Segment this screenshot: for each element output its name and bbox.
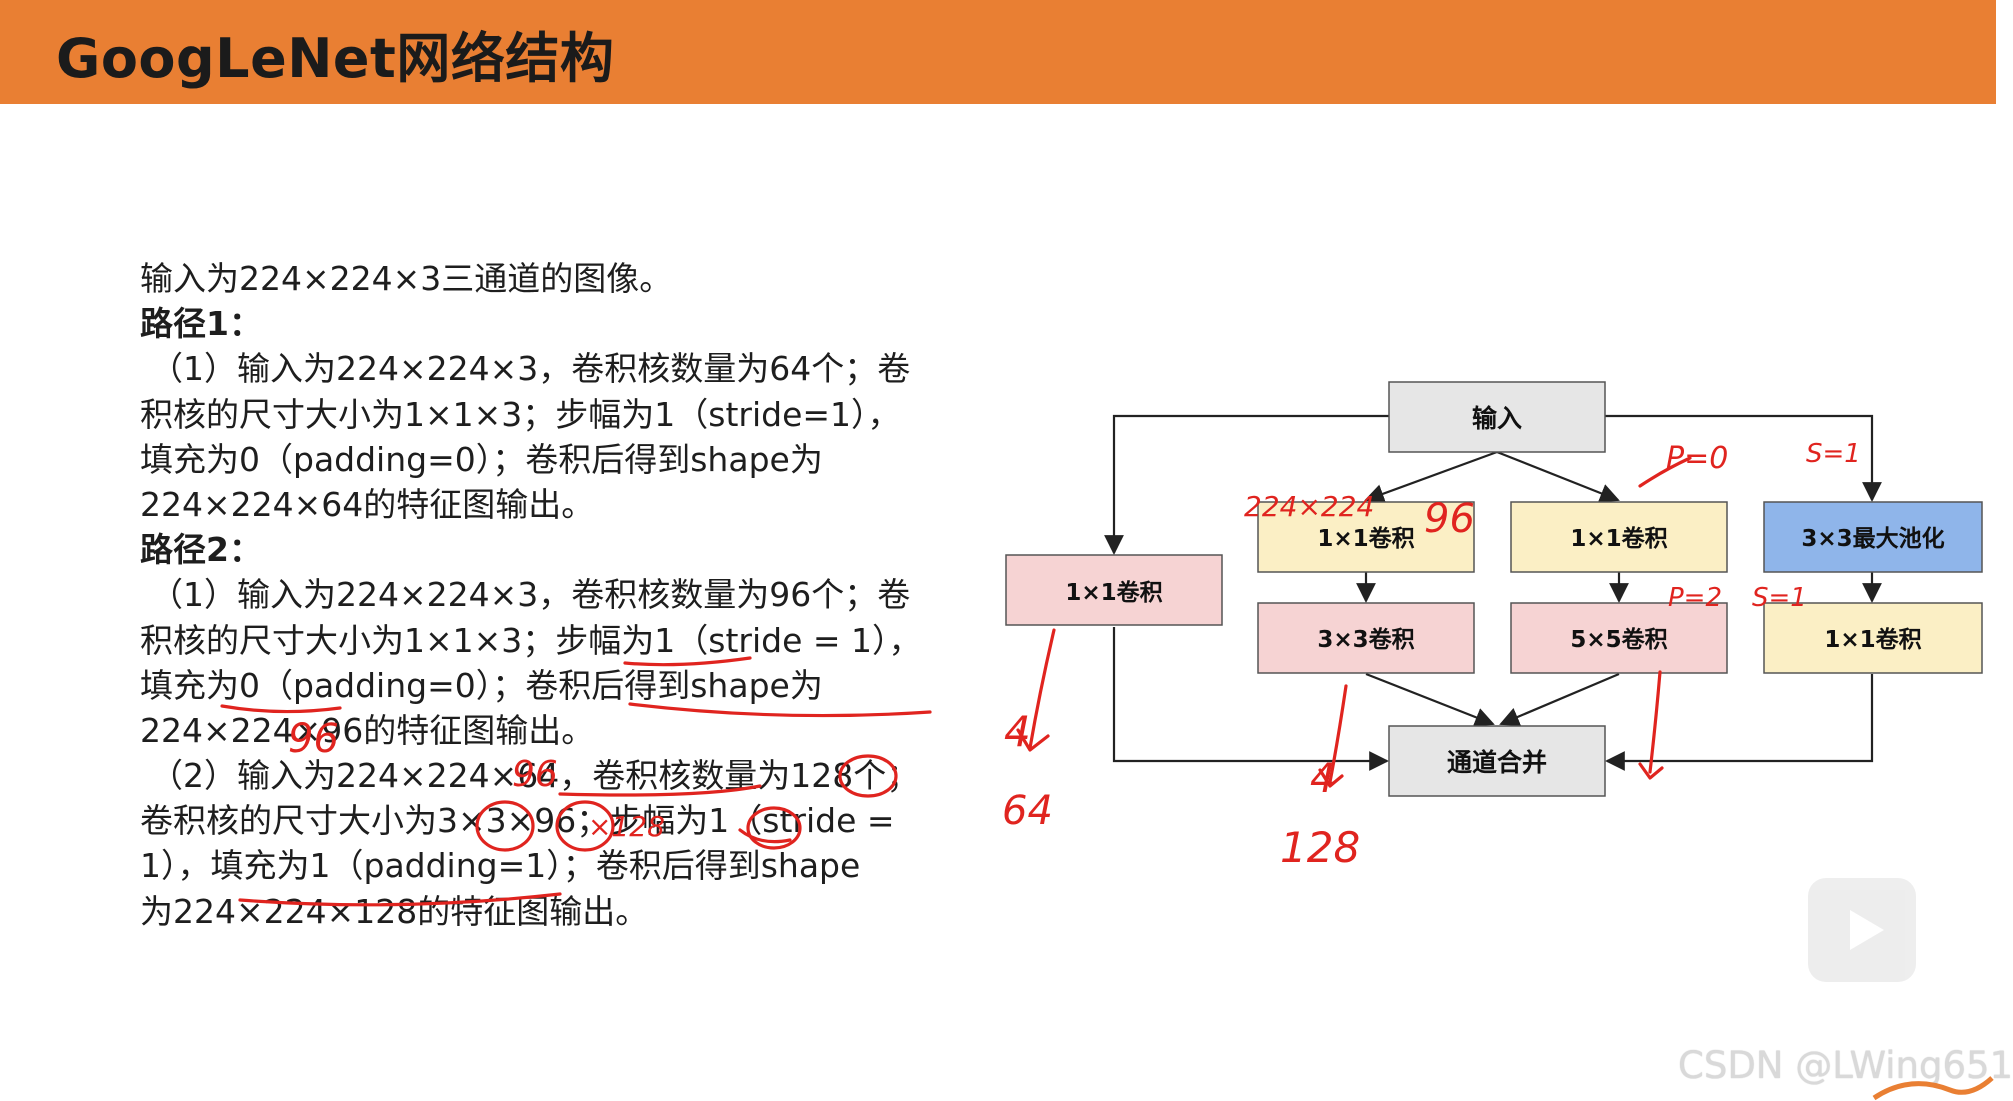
merge-label: 通道合并 xyxy=(1447,748,1547,777)
path4-pool-node: 3×3最大池化 xyxy=(1763,501,1983,573)
handwritten-annotations xyxy=(220,456,1692,907)
path2-heading: 路径2： xyxy=(140,530,262,570)
text-line-12: （2）输入为224×224×64，卷积核数量为128个； xyxy=(150,756,920,796)
text-line-6: 224×224×64的特征图输出。 xyxy=(140,484,595,524)
explanation-text: 输入为224×224×3三通道的图像。 路径1： （1）输入为224×224×3… xyxy=(140,256,980,934)
text-line-10: 填充为0（padding=0）；卷积后得到shape为 xyxy=(140,665,823,705)
annotation-s1-mid: S=1 xyxy=(1752,583,1807,613)
path1-conv-label: 1×1卷积 xyxy=(1065,579,1162,606)
path1-conv-node: 1×1卷积 xyxy=(1005,554,1223,626)
text-line-1: 输入为224×224×3三通道的图像。 xyxy=(140,259,673,298)
annotation-p2: P=2 xyxy=(1668,583,1722,613)
path3-conv1-label: 1×1卷积 xyxy=(1570,525,1667,552)
input-node: 输入 xyxy=(1388,381,1606,453)
play-icon xyxy=(1850,910,1884,950)
path4-pool-label: 3×3最大池化 xyxy=(1801,525,1944,552)
annotation-4-mid: 4 xyxy=(1310,756,1335,802)
path2-conv2-node: 3×3卷积 xyxy=(1257,602,1475,674)
text-line-8: （1）输入为224×224×3，卷积核数量为96个；卷 xyxy=(150,575,911,615)
title-bar: GoogLeNet网络结构 xyxy=(0,0,1996,104)
annotation-4-left: 4 xyxy=(1004,707,1031,756)
input-label: 输入 xyxy=(1472,404,1522,433)
annotation-96-text2: 96 xyxy=(512,754,558,795)
text-line-14: 1），填充为1（padding=1）；卷积后得到shape xyxy=(140,846,861,886)
path4-conv-label: 1×1卷积 xyxy=(1824,626,1921,653)
path3-conv2-label: 5×5卷积 xyxy=(1570,626,1667,653)
annotation-128: 128 xyxy=(1280,823,1360,872)
annotation-96-text: 96 xyxy=(288,716,339,762)
path3-conv1-node: 1×1卷积 xyxy=(1510,501,1728,573)
annotation-size: 224×224 xyxy=(1244,490,1374,523)
annotation-x128: ×128 xyxy=(588,810,665,843)
annotation-p0: P=0 xyxy=(1666,441,1728,476)
annotation-64: 64 xyxy=(1002,788,1053,834)
annotation-96: 96 xyxy=(1424,496,1475,542)
diagram-connectors xyxy=(1104,414,1882,771)
path2-conv1-label: 1×1卷积 xyxy=(1317,525,1414,552)
handwritten-labels: 224×224 96 P=0 S=1 P=2 S=1 4 64 4 128 96… xyxy=(288,439,1861,872)
path1-heading: 路径1： xyxy=(140,304,262,344)
path2-conv1-node: 1×1卷积 xyxy=(1257,501,1475,573)
slide-title: GoogLeNet网络结构 xyxy=(56,27,615,90)
watermark: CSDN @LWing651 xyxy=(1678,1044,2013,1087)
text-line-11: 224×224×96的特征图输出。 xyxy=(140,710,595,750)
path3-conv2-node: 5×5卷积 xyxy=(1510,602,1728,674)
annotation-s1-top: S=1 xyxy=(1806,439,1861,469)
text-line-9: 积核的尺寸大小为1×1×3；步幅为1（stride = 1）， xyxy=(140,620,922,660)
corner-logo-icon xyxy=(1872,1076,1994,1101)
path2-conv2-label: 3×3卷积 xyxy=(1317,626,1414,653)
merge-node: 通道合并 xyxy=(1388,725,1606,797)
path4-conv-node: 1×1卷积 xyxy=(1763,602,1983,674)
text-line-15: 为224×224×128的特征图输出。 xyxy=(140,891,649,931)
text-line-5: 填充为0（padding=0）；卷积后得到shape为 xyxy=(140,439,823,479)
video-play-button[interactable] xyxy=(1808,878,1916,982)
text-line-3: （1）输入为224×224×3，卷积核数量为64个；卷 xyxy=(150,349,911,389)
text-line-4: 积核的尺寸大小为1×1×3；步幅为1（stride=1）， xyxy=(140,394,901,434)
